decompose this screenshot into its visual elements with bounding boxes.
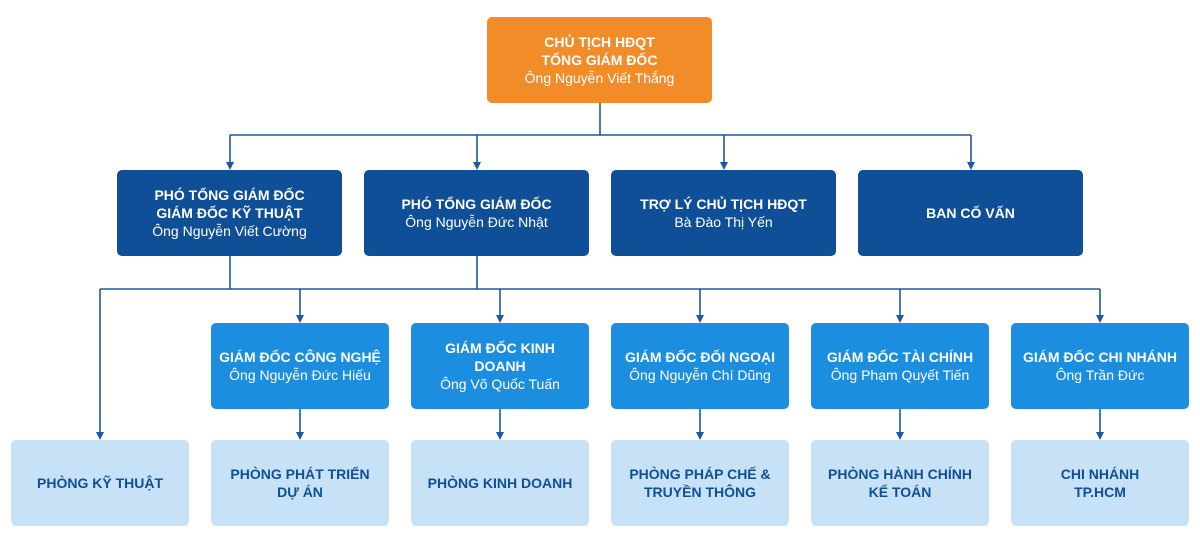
deputy-ceo-name: Ông Nguyễn Đức Nhật: [405, 214, 548, 230]
branch-director-box: GIÁM ĐỐC CHI NHÁNH Ông Trần Đức: [1011, 323, 1189, 409]
project-dev-dept-box: PHÒNG PHÁT TRIỂN DỰ ÁN: [211, 440, 389, 526]
chairman-assistant-title: TRỢ LÝ CHỦ TỊCH HĐQT: [640, 196, 807, 212]
cfo-title: GIÁM ĐỐC TÀI CHÍNH: [826, 349, 974, 365]
advisory-board-title: BAN CỐ VẤN: [926, 205, 1015, 221]
sales-director-box: GIÁM ĐỐC KINH DOANH Ông Võ Quốc Tuấn: [411, 323, 589, 409]
cto-box: GIÁM ĐỐC CÔNG NGHỆ Ông Nguyễn Đức Hiếu: [211, 323, 389, 409]
chairman-box: CHỦ TỊCH HĐQT TỔNG GIÁM ĐỐC Ông Nguyễn V…: [487, 17, 712, 103]
cto-name: Ông Nguyễn Đức Hiếu: [229, 367, 371, 383]
branch-director-name: Ông Trần Đức: [1055, 367, 1145, 383]
sales-director-title: GIÁM ĐỐC KINH DOANH: [445, 340, 555, 374]
deputy-ceo-technical-title-2: GIÁM ĐỐC KỸ THUẬT: [156, 205, 303, 221]
sales-director-name: Ông Võ Quốc Tuấn: [440, 376, 560, 392]
admin-accounting-dept-box: PHÒNG HÀNH CHÍNH KẾ TOÁN: [811, 440, 989, 526]
legal-comms-dept-title-2: TRUYỀN THÔNG: [644, 484, 756, 500]
deputy-ceo-title: PHÓ TỔNG GIÁM ĐỐC: [401, 196, 552, 212]
cfo-name: Ông Phạm Quyết Tiến: [830, 367, 970, 383]
project-dev-dept-title-2: DỰ ÁN: [277, 484, 323, 500]
admin-accounting-dept-title-1: PHÒNG HÀNH CHÍNH: [828, 466, 972, 482]
branch-director-title: GIÁM ĐỐC CHI NHÁNH: [1023, 349, 1177, 365]
external-affairs-director-title: GIÁM ĐỐC ĐỐI NGOẠI: [624, 349, 776, 365]
external-affairs-director-box: GIÁM ĐỐC ĐỐI NGOẠI Ông Nguyễn Chí Dũng: [611, 323, 789, 409]
chairman-name: Ông Nguyễn Viết Thắng: [524, 70, 675, 86]
chairman-assistant-name: Bà Đào Thị Yến: [674, 214, 773, 230]
hcm-branch-title-1: CHI NHÁNH: [1060, 466, 1140, 482]
project-dev-dept-title-1: PHÒNG PHÁT TRIỂN: [230, 466, 370, 482]
legal-comms-dept-title-1: PHÒNG PHÁP CHẾ &: [629, 466, 771, 482]
cto-title: GIÁM ĐỐC CÔNG NGHỆ: [219, 349, 381, 365]
deputy-ceo-technical-name: Ông Nguyễn Viết Cường: [152, 223, 307, 239]
advisory-board-box: BAN CỐ VẤN: [858, 170, 1083, 256]
hcm-branch-title-2: TP.HCM: [1074, 484, 1126, 500]
deputy-ceo-box: PHÓ TỔNG GIÁM ĐỐC Ông Nguyễn Đức Nhật: [364, 170, 589, 256]
deputy-ceo-technical-title-1: PHÓ TỔNG GIÁM ĐỐC: [154, 187, 305, 203]
chairman-title-2: TỔNG GIÁM ĐỐC: [541, 52, 658, 68]
hcm-branch-box: CHI NHÁNH TP.HCM: [1011, 440, 1189, 526]
external-affairs-director-name: Ông Nguyễn Chí Dũng: [629, 367, 771, 383]
cfo-box: GIÁM ĐỐC TÀI CHÍNH Ông Phạm Quyết Tiến: [811, 323, 989, 409]
sales-dept-title: PHÒNG KINH DOANH: [427, 475, 573, 491]
chairman-title-1: CHỦ TỊCH HĐQT: [544, 34, 655, 50]
legal-comms-dept-box: PHÒNG PHÁP CHẾ & TRUYỀN THÔNG: [611, 440, 789, 526]
deputy-ceo-technical-box: PHÓ TỔNG GIÁM ĐỐC GIÁM ĐỐC KỸ THUẬT Ông …: [117, 170, 342, 256]
admin-accounting-dept-title-2: KẾ TOÁN: [868, 484, 932, 500]
chairman-assistant-box: TRỢ LÝ CHỦ TỊCH HĐQT Bà Đào Thị Yến: [611, 170, 836, 256]
technical-dept-box: PHÒNG KỸ THUẬT: [11, 440, 189, 526]
sales-dept-box: PHÒNG KINH DOANH: [411, 440, 589, 526]
technical-dept-title: PHÒNG KỸ THUẬT: [37, 475, 163, 491]
